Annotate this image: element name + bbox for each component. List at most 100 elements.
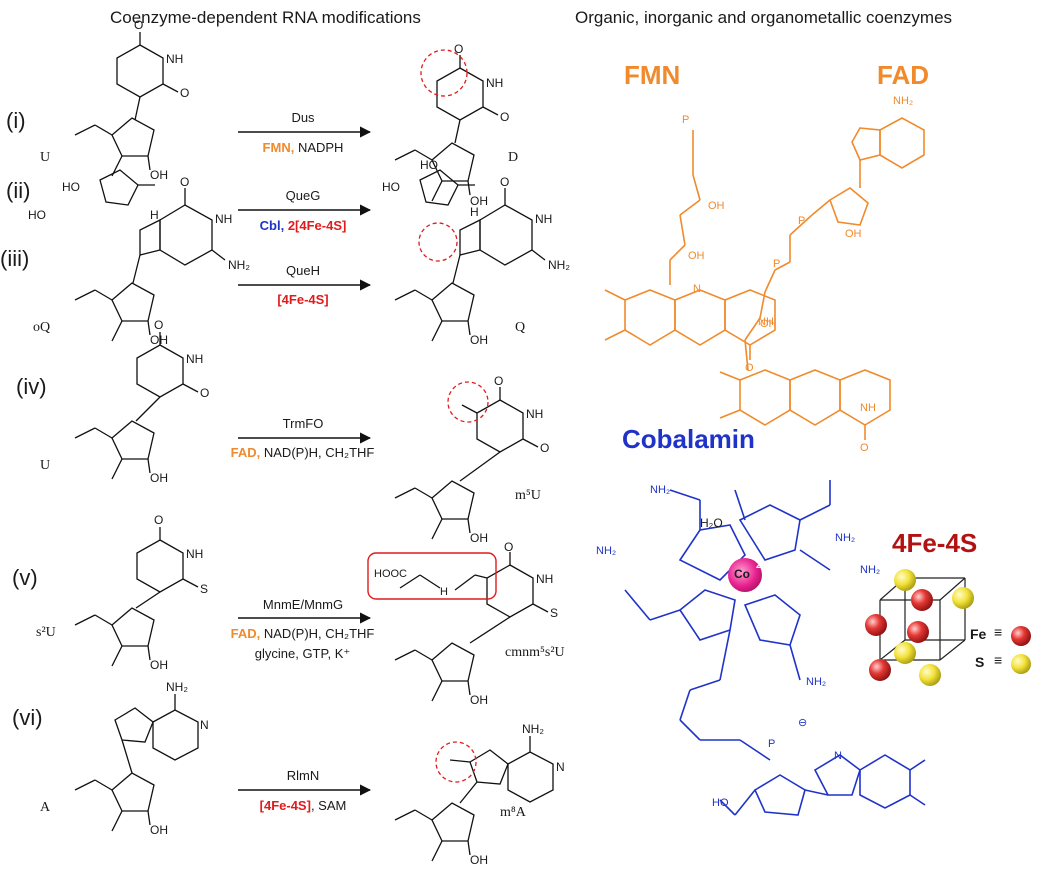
left-header: Coenzyme-dependent RNA modifications xyxy=(110,8,421,27)
enzyme-rlmn: RlmN xyxy=(286,768,320,783)
atom-oh-d: OH xyxy=(470,194,488,208)
cobalamin-nh2-3: NH₂ xyxy=(835,532,856,544)
atom-o2-i: O xyxy=(180,86,190,100)
atom-ho-q: HO xyxy=(382,180,400,194)
right-header: Organic, inorganic and organometallic co… xyxy=(575,8,953,27)
cobalamin-co-charge: 2+ xyxy=(756,560,768,571)
atom-s-cmnm: S xyxy=(550,606,559,620)
cobalamin-n: N xyxy=(834,750,842,762)
atom-ho2-oq: HO xyxy=(28,208,46,222)
cobalamin-co-label: Co xyxy=(734,567,750,581)
fmn-atom-oh2: OH xyxy=(688,250,705,262)
fad-structure xyxy=(719,117,925,440)
atom-nh-i: NH xyxy=(166,52,184,66)
cofactor-fmn-label: FMN, xyxy=(262,140,295,155)
atom-o-oq: O xyxy=(180,175,190,189)
atom-nh2-a: NH₂ xyxy=(166,680,188,694)
enzyme-trmfo: TrmFO xyxy=(282,416,324,431)
cobalamin-ho: HO xyxy=(712,797,729,809)
cofactor-iii: [4Fe-4S] xyxy=(213,292,393,307)
reaction-label-v: (v) xyxy=(12,565,38,590)
atom-o-i: O xyxy=(134,18,144,32)
atom-ho2-q: HO xyxy=(420,158,438,172)
cobalamin-minus: ⊖ xyxy=(798,717,808,729)
cofactor-i: FMN, NADPH xyxy=(213,140,393,155)
cofactor-rest-v: NAD(P)H, CH₂THF xyxy=(260,626,375,641)
atom-h-oq: H xyxy=(150,208,159,222)
cobalamin-structure xyxy=(624,480,926,816)
fad-atom-oh2: OH xyxy=(760,318,777,330)
fes-title: 4Fe-4S xyxy=(892,528,978,558)
atom-ho-oq: HO xyxy=(62,180,80,194)
highlight-circle-i xyxy=(420,49,468,97)
cofactor-vi: [4Fe-4S], SAM xyxy=(213,798,393,813)
substrate-u-iv: U xyxy=(40,458,51,473)
highlight-circle-q xyxy=(418,222,458,262)
reaction-label-iii: (iii) xyxy=(0,246,30,271)
atom-nh-cmnm: H xyxy=(440,586,448,598)
cobalamin-title: Cobalamin xyxy=(622,424,755,454)
atom-o-m5u: O xyxy=(494,374,504,388)
atom-oh-m5u: OH xyxy=(470,531,488,545)
fmn-atom-o: O xyxy=(745,362,754,374)
cofactor-fad-label-iv: FAD, xyxy=(230,445,261,460)
atom-oh-m8a: OH xyxy=(470,853,488,867)
cofactor-iv: FAD, NAD(P)H, CH₂THF xyxy=(195,445,410,460)
atom-o2-m5u: O xyxy=(540,441,550,455)
fad-atom-p2: P xyxy=(773,258,781,270)
atom-oh-iv: OH xyxy=(150,471,168,485)
cofactor-ii: Cbl, 2[4Fe-4S] xyxy=(213,218,393,233)
atom-oh-s2u: OH xyxy=(150,658,168,672)
atom-n-m8a: N xyxy=(556,760,565,774)
enzyme-dus: Dus xyxy=(291,110,315,125)
fmn-atom-p: P xyxy=(682,114,690,126)
atom-nh-q: NH xyxy=(535,212,553,226)
atom-n-a: N xyxy=(200,718,209,732)
atom-nh-oq: NH xyxy=(215,212,233,226)
cofactor-nadph: NADPH xyxy=(294,140,344,155)
atom-o2-iv: O xyxy=(200,386,210,400)
cofactor-2fes-label: 2[4Fe-4S] xyxy=(287,218,347,233)
cobalt-center xyxy=(728,558,762,592)
fad-atom-nh: NH xyxy=(860,402,876,414)
substrate-s2u: s²U xyxy=(36,625,56,640)
enzyme-queg: QueG xyxy=(285,188,321,203)
legend-fe-sym: ≡ xyxy=(994,624,1003,640)
atom-oh-oq: OH xyxy=(150,333,168,347)
atom-oh-cmnm: OH xyxy=(470,693,488,707)
cofactor-sam: , SAM xyxy=(310,798,347,813)
fad-atom-oh: OH xyxy=(845,228,862,240)
atom-nh2-q: NH₂ xyxy=(548,258,570,272)
legend-fe-ball xyxy=(1011,626,1031,646)
fmn-atom-nh: NH xyxy=(758,316,774,328)
product-cmnm5s2u: cmnm⁵s²U xyxy=(505,645,565,660)
atom-oh-i: OH xyxy=(150,168,168,182)
product-m5u: m⁵U xyxy=(515,488,541,503)
fmn-atom-oh1: OH xyxy=(708,200,725,212)
product-m8a: m⁸A xyxy=(500,805,526,820)
substrate-a: A xyxy=(40,800,51,815)
legend-s-sym: ≡ xyxy=(994,652,1003,668)
atom-o-d: O xyxy=(454,42,464,56)
atom-hooc: HOOC xyxy=(374,568,407,580)
cofactor-v-line2: glycine, GTP, K⁺ xyxy=(254,646,351,661)
fmn-title: FMN xyxy=(624,60,681,90)
atom-nh-iv: NH xyxy=(186,352,204,366)
legend-s-ball xyxy=(1011,654,1031,674)
substrate-u-i: U xyxy=(40,150,51,165)
atom-nh2-m8a: NH₂ xyxy=(522,722,544,736)
atom-nh-s2u: NH xyxy=(186,547,204,561)
cofactor-cbl-label: Cbl, xyxy=(259,218,285,233)
cobalamin-nh2-4: NH₂ xyxy=(860,564,881,576)
fad-atom-nh2: NH₂ xyxy=(893,95,914,107)
cofactor-fes-label-iii: [4Fe-4S] xyxy=(277,292,329,307)
highlight-circle-iv xyxy=(447,381,489,423)
fmn-structure xyxy=(604,130,776,360)
cobalamin-nh2-5: NH₂ xyxy=(806,676,827,688)
atom-nh2-oq: NH₂ xyxy=(228,258,250,272)
legend-fe-label: Fe xyxy=(970,626,987,642)
atom-o-q: O xyxy=(500,175,510,189)
highlight-box-v xyxy=(367,552,497,600)
atom-o-cmnm: O xyxy=(504,540,514,554)
legend-s-label: S xyxy=(975,654,985,670)
